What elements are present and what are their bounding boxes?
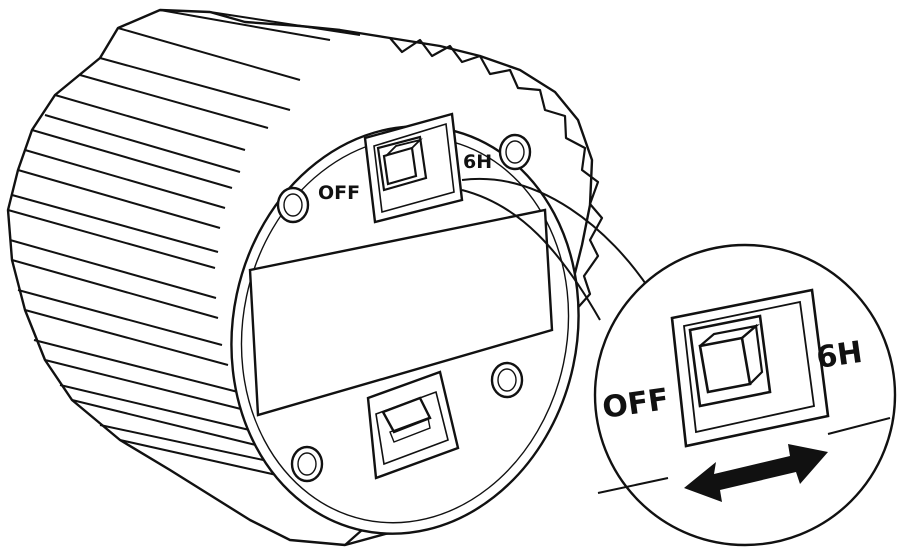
switch-small-knob[interactable] [382, 146, 418, 186]
housing-ribs [7, 9, 361, 479]
battery-cover-plate [248, 208, 554, 417]
end-cap [230, 112, 580, 535]
zoom-ground-line-right [827, 417, 891, 435]
zoom-ground-line-left [597, 477, 669, 494]
screw-bottom-left [290, 445, 324, 483]
latch-clip[interactable] [366, 370, 460, 480]
screw-bottom-right [490, 361, 524, 399]
screw-top-left [276, 186, 310, 224]
switch-zoom-knob[interactable] [698, 336, 752, 394]
zoom-callout [593, 243, 897, 547]
switch-small[interactable] [363, 112, 464, 224]
callout-leader [461, 177, 651, 321]
screw-top-right [498, 133, 532, 171]
switch-zoom[interactable] [670, 288, 830, 448]
double-headed-arrow-icon [684, 444, 828, 502]
label-6h-zoom: 6H [814, 335, 864, 376]
label-off-small: OFF [318, 182, 360, 204]
label-6h-small: 6H [463, 151, 492, 173]
